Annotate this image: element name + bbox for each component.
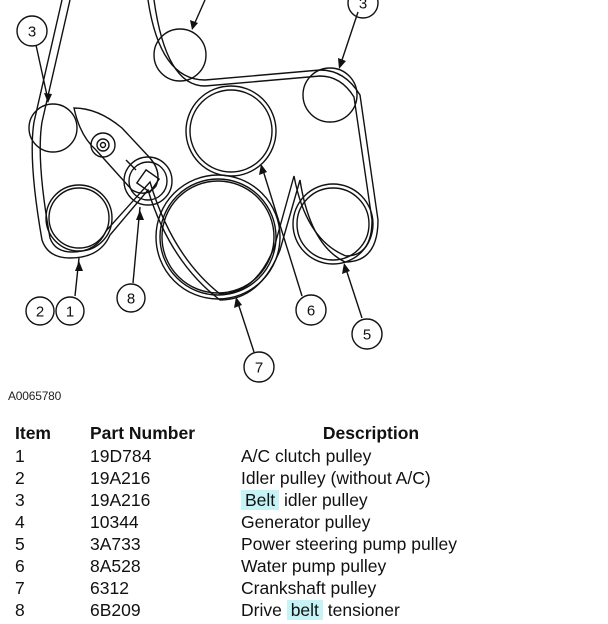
table-row: 8 6B209 Drive belt tensioner [12, 599, 501, 621]
item-cell: 1 [15, 445, 25, 466]
callout-circles [16, 0, 383, 383]
search-highlight: belt [286, 599, 323, 620]
callout-leaders [35, 0, 363, 353]
power-steering-pump-pulley [292, 183, 374, 265]
description-cell: Power steering pump pulley [241, 533, 457, 554]
part-number-cell: 19D784 [90, 445, 152, 466]
parts-table: Item Part Number Description 1 19D784 A/… [12, 421, 501, 621]
ac-clutch-pulley [45, 184, 113, 252]
part-number-cell: 6312 [90, 577, 129, 598]
item-cell: 3 [15, 489, 25, 510]
callout-8: 8 [127, 291, 135, 308]
belt-idler-pulley-left [28, 103, 78, 153]
part-number-column-header: Part Number [90, 422, 196, 443]
item-cell: 2 [15, 467, 25, 488]
table-row: 4 10344 Generator pulley [12, 511, 501, 533]
belt-idler-pulley-top [153, 28, 207, 82]
description-cell: Drive belt tensioner [241, 599, 400, 620]
part-number-cell: 8A528 [90, 555, 141, 576]
table-row: 7 6312 Crankshaft pulley [12, 577, 501, 599]
callout-5: 5 [363, 327, 371, 344]
callout-2: 2 [36, 304, 44, 321]
table-row: 3 19A216 Belt idler pulley [12, 489, 501, 511]
callout-3-left: 3 [28, 24, 36, 41]
belt-idler-pulley-right [302, 67, 358, 123]
callout-7: 7 [255, 360, 263, 377]
description-cell: Crankshaft pulley [241, 577, 377, 598]
drive-belt [31, 0, 379, 301]
item-cell: 6 [15, 555, 25, 576]
parts-table-body: 1 19D784 A/C clutch pulley 2 19A216 Idle… [12, 445, 501, 621]
crankshaft-pulley [155, 174, 281, 300]
callout-3-right: 3 [359, 0, 367, 13]
part-number-cell: 19A216 [90, 489, 151, 510]
water-pump-pulley [185, 85, 277, 177]
table-row: 1 19D784 A/C clutch pulley [12, 445, 501, 467]
item-cell: 5 [15, 533, 25, 554]
description-cell: Water pump pulley [241, 555, 387, 576]
callout-6: 6 [307, 303, 315, 320]
table-row: 6 8A528 Water pump pulley [12, 555, 501, 577]
part-number-cell: 6B209 [90, 599, 141, 620]
table-header-row: Item Part Number Description [12, 421, 501, 445]
callout-1: 1 [66, 304, 74, 321]
belt-routing-diagram: 3 3 2 1 8 6 7 5 [16, 0, 383, 383]
item-cell: 4 [15, 511, 25, 532]
drive-belt-tensioner [73, 107, 173, 206]
item-cell: 7 [15, 577, 25, 598]
table-row: 2 19A216 Idler pulley (without A/C) [12, 467, 501, 489]
description-cell: Belt idler pulley [238, 489, 501, 511]
table-row: 5 3A733 Power steering pump pulley [12, 533, 501, 555]
part-number-cell: 19A216 [90, 467, 151, 488]
part-number-cell: 10344 [90, 511, 139, 532]
part-number-cell: 3A733 [90, 533, 141, 554]
description-cell: Idler pulley (without A/C) [241, 467, 431, 488]
item-column-header: Item [15, 422, 51, 443]
description-cell: Generator pulley [241, 511, 371, 532]
item-cell: 8 [15, 599, 25, 620]
figure-code: A0065780 [8, 389, 62, 403]
description-column-header: Description [322, 422, 420, 443]
description-cell: A/C clutch pulley [241, 445, 372, 466]
search-highlight: Belt [241, 489, 280, 510]
